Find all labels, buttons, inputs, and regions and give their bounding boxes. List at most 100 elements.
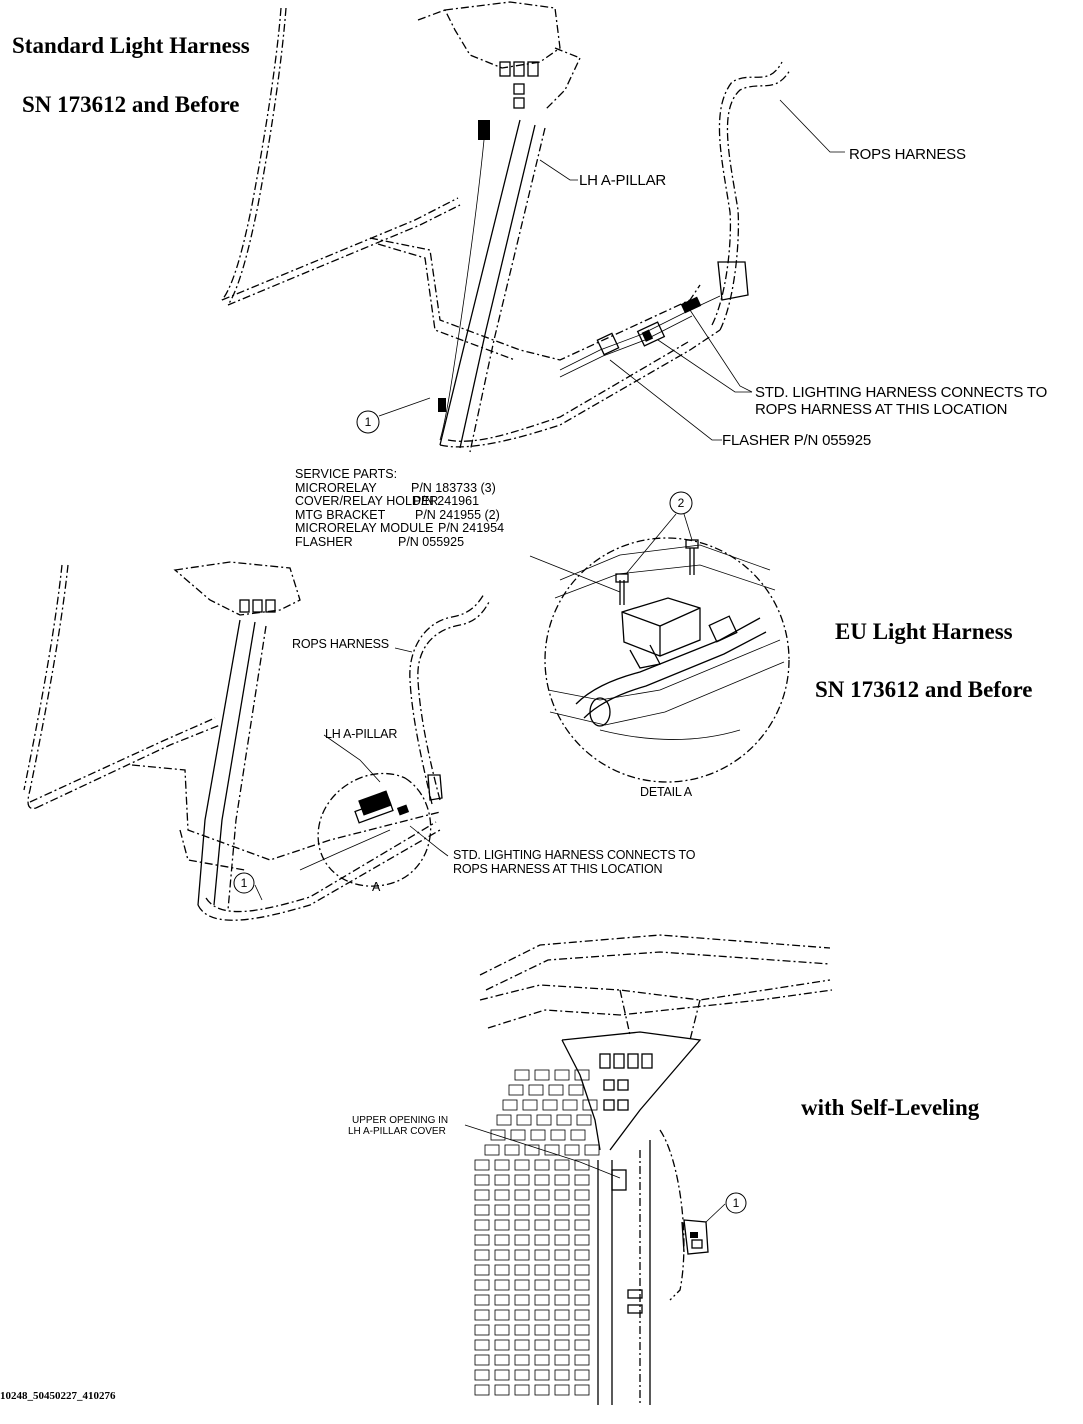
service-parts-title: SERVICE PARTS:	[295, 467, 398, 481]
part-number: P/N 183733 (3)	[411, 480, 496, 495]
door-pane	[474, 1384, 490, 1396]
door-pane	[514, 1189, 530, 1201]
door-pane	[534, 1204, 550, 1216]
door-pane	[550, 1129, 566, 1141]
callout-1-self-leveling: 1	[732, 1196, 740, 1210]
door-pane	[484, 1144, 500, 1156]
door-pane	[490, 1129, 506, 1141]
door-pane	[494, 1324, 510, 1336]
door-pane	[494, 1159, 510, 1171]
eu-lh-a-pillar-label: LH A-PILLAR	[325, 727, 398, 741]
eu-connects-label-line1: STD. LIGHTING HARNESS CONNECTS TO	[453, 848, 696, 862]
door-pane	[534, 1189, 550, 1201]
part-number: P/N 241955 (2)	[415, 507, 500, 522]
door-pane	[534, 1174, 550, 1186]
door-pane	[574, 1369, 590, 1381]
door-pane	[534, 1339, 550, 1351]
console-buttons	[599, 1053, 653, 1111]
door-pane	[574, 1324, 590, 1336]
part-number: P/N 241961	[413, 494, 480, 509]
door-pane	[554, 1159, 570, 1171]
door-pane	[568, 1084, 584, 1096]
door-pane	[534, 1279, 550, 1291]
door-pane	[574, 1294, 590, 1306]
door-pane	[554, 1369, 570, 1381]
detail-a-marker: A	[372, 880, 381, 894]
door-pane	[574, 1204, 590, 1216]
door-pane	[494, 1189, 510, 1201]
door-pane	[494, 1384, 510, 1396]
door-pane	[576, 1114, 592, 1126]
door-pane	[554, 1204, 570, 1216]
door-pane	[530, 1129, 546, 1141]
door-pane	[534, 1294, 550, 1306]
eu-rops-harness-label: ROPS HARNESS	[292, 637, 389, 651]
door-pane	[574, 1384, 590, 1396]
door-pane	[544, 1144, 560, 1156]
door-pane	[494, 1309, 510, 1321]
door-pane	[494, 1369, 510, 1381]
door-pane	[524, 1144, 540, 1156]
door-pane	[534, 1264, 550, 1276]
door-pane	[474, 1264, 490, 1276]
door-pane	[502, 1099, 518, 1111]
lh-a-pillar-label: LH A-PILLAR	[579, 172, 667, 189]
eu-view-drawing	[23, 561, 491, 921]
door-pane	[496, 1114, 512, 1126]
upper-opening-label-line2: LH A-PILLAR COVER	[348, 1126, 446, 1137]
part-name: COVER/RELAY HOLDER	[295, 494, 439, 509]
service-part-row: COVER/RELAY HOLDERP/N 241961	[295, 495, 504, 509]
door-pane	[554, 1219, 570, 1231]
door-pane	[562, 1099, 578, 1111]
door-pane	[556, 1114, 572, 1126]
door-pane	[534, 1384, 550, 1396]
callout-2-detail: 2	[677, 496, 685, 510]
door-pane	[514, 1264, 530, 1276]
door-pane	[554, 1279, 570, 1291]
part-name: FLASHER	[295, 534, 353, 549]
door-pane	[574, 1309, 590, 1321]
door-pane	[554, 1309, 570, 1321]
door-pane	[494, 1204, 510, 1216]
door-pane	[554, 1354, 570, 1366]
door-pane	[504, 1144, 520, 1156]
standard-view-drawing	[221, 1, 845, 453]
door-pane	[514, 1324, 530, 1336]
flasher-label: FLASHER P/N 055925	[722, 432, 871, 449]
door-pane	[474, 1189, 490, 1201]
upper-opening-label-line1: UPPER OPENING IN	[352, 1115, 449, 1126]
door-pane	[554, 1249, 570, 1261]
part-number: P/N 241954	[438, 521, 505, 536]
door-pane	[514, 1279, 530, 1291]
door-pane	[574, 1174, 590, 1186]
door-pane	[574, 1339, 590, 1351]
door-pane	[548, 1084, 564, 1096]
part-number: P/N 055925	[398, 534, 465, 549]
door-pane	[514, 1294, 530, 1306]
door-pane	[574, 1219, 590, 1231]
door-pane	[570, 1129, 586, 1141]
door-pane	[554, 1324, 570, 1336]
door-pane	[534, 1234, 550, 1246]
door-pane	[574, 1189, 590, 1201]
connects-label-line2: ROPS HARNESS AT THIS LOCATION	[755, 401, 1008, 418]
door-pane	[494, 1174, 510, 1186]
door-pane	[514, 1354, 530, 1366]
detail-a-label: DETAIL A	[640, 785, 692, 799]
door-pane	[474, 1249, 490, 1261]
door-pane	[474, 1279, 490, 1291]
door-pane	[554, 1339, 570, 1351]
service-part-row: MICRORELAY MODULE P/N 241954	[295, 522, 504, 536]
door-pane	[474, 1174, 490, 1186]
door-pane	[514, 1234, 530, 1246]
door-pane	[514, 1204, 530, 1216]
self-leveling-title: with Self-Leveling	[801, 1095, 980, 1120]
callout-1-standard: 1	[364, 415, 372, 429]
part-name: MICRORELAY MODULE	[295, 521, 434, 536]
door-pane	[474, 1294, 490, 1306]
door-pane	[494, 1339, 510, 1351]
standard-harness-title: Standard Light Harness	[12, 33, 250, 58]
